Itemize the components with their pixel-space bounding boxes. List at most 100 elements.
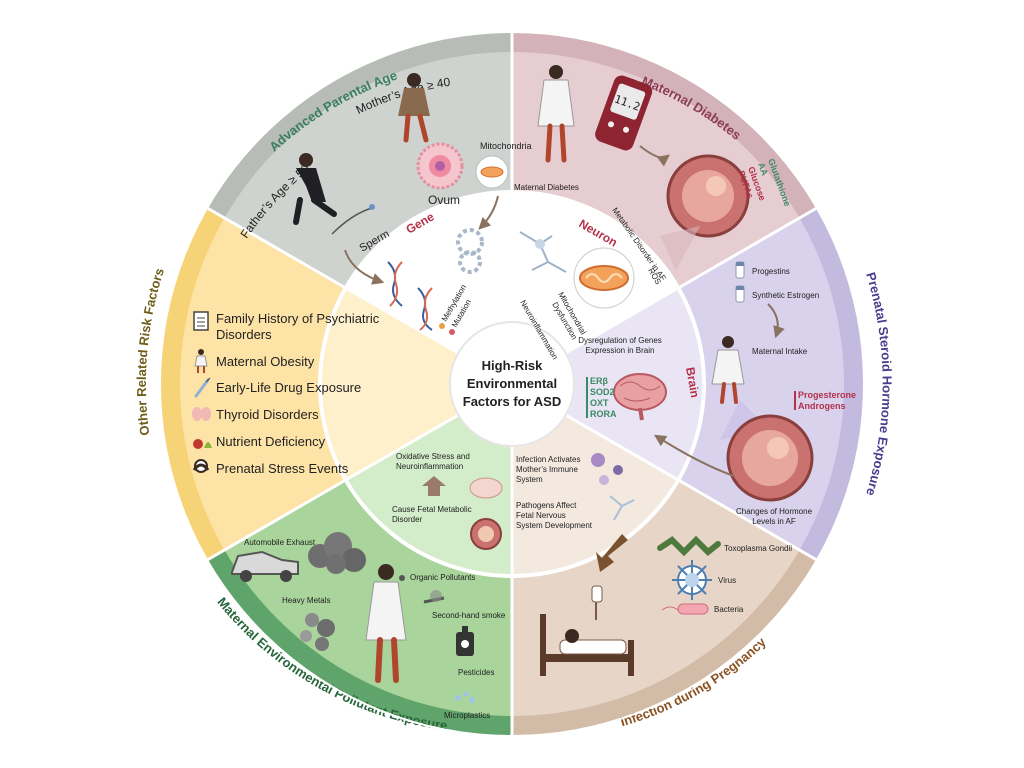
up-arrow-icon <box>422 476 446 496</box>
brain-title: Brain <box>683 366 702 399</box>
center-circle <box>449 321 575 447</box>
gene-sod2: SOD2 <box>590 387 615 397</box>
dna-helix-icon <box>387 261 433 331</box>
center-title-line3: Factors for ASD <box>463 394 561 409</box>
heavy-metals-label: Heavy Metals <box>282 596 330 605</box>
infection-activates-line2: Mother’s Immune <box>516 465 579 474</box>
syringe-icon <box>194 377 211 398</box>
pathogens-line3: System Development <box>516 521 593 530</box>
other-item-3: Early-Life Drug Exposure <box>216 380 361 395</box>
hospital-bed-icon <box>540 585 634 676</box>
infection-activates-line3: System <box>516 475 543 484</box>
methylation-dot-icon <box>439 323 445 329</box>
mother-figure-icon <box>398 73 430 143</box>
other-item-1-line2: Disorders <box>216 327 272 342</box>
exhaust-cloud-icon <box>308 532 366 574</box>
pathogens-line1: Pathogens Affect <box>516 501 577 510</box>
oxidative-line1: Oxidative Stress and <box>396 452 470 461</box>
clipboard-icon <box>193 311 209 331</box>
bacteria-icon <box>661 603 709 615</box>
androgens-label: Androgens <box>798 401 846 411</box>
heavy-metals-icon <box>300 613 335 651</box>
brain-gene-list: ERβ SOD2 OXT RORA <box>586 376 617 419</box>
maternal-diabetes-label: Maternal Diabetes <box>514 183 579 192</box>
synthetic-estrogen-label: Synthetic Estrogen <box>752 291 819 300</box>
gene-oxt: OXT <box>590 398 609 408</box>
automobile-exhaust-label: Automobile Exhaust <box>244 538 316 547</box>
mitochondria-label: Mitochondria <box>480 141 532 151</box>
toxoplasma-icon <box>657 535 721 557</box>
organic-pollutant-dot-icon <box>399 575 405 581</box>
progesterone-label: Progesterone <box>798 390 856 400</box>
cause-line2: Disorder <box>392 515 423 524</box>
mitochondria-icon <box>475 155 509 189</box>
womb-fetus-steroid-icon <box>726 414 814 502</box>
oxidative-line2: Neuroinflammation <box>396 462 463 471</box>
other-item-1-line1: Family History of Psychiatric <box>216 311 380 326</box>
infection-inner: Infection Activates Mother’s Immune Syst… <box>516 453 635 572</box>
infection-activates-line1: Infection Activates <box>516 455 580 464</box>
woman-pollutant-figure-icon <box>365 564 407 683</box>
other-item-6: Prenatal Stress Events <box>216 461 349 476</box>
center-title-line1: High-Risk <box>482 358 543 373</box>
ovum-label: Ovum <box>428 193 460 207</box>
pesticides-label: Pesticides <box>458 668 494 677</box>
changes-line1: Changes of Hormone <box>736 507 813 516</box>
mutation-dot-icon <box>449 329 455 335</box>
pesticide-bottle-icon <box>456 626 474 656</box>
fruit-icon <box>193 439 212 449</box>
outer-border <box>159 31 865 737</box>
infection-content: Toxoplasma Gondii Virus Bacteria <box>540 535 792 676</box>
changes-line2: Levels in AF <box>752 517 796 526</box>
gene-erb: ERβ <box>590 376 609 386</box>
chromatin-icon <box>456 228 484 274</box>
organic-pollutants-label: Organic Pollutants <box>410 573 475 582</box>
dysregulation-line1: Dysregulation of Genes <box>578 336 662 345</box>
ring-title-steroid: Prenatal Steroid Hormone Exposure <box>863 270 895 497</box>
metabolic-inner: Oxidative Stress and Neuroinflammation C… <box>392 452 503 550</box>
bacteria-label: Bacteria <box>714 605 744 614</box>
pregnant-woman-icon <box>194 349 208 373</box>
title-bands <box>160 32 864 736</box>
virus-label: Virus <box>718 576 736 585</box>
fetus-womb-icon <box>470 518 502 550</box>
middle-ring <box>206 32 818 736</box>
car-icon <box>231 550 299 582</box>
cause-line1: Cause Fetal Metabolic <box>392 505 472 514</box>
maternal-intake-label: Maternal Intake <box>752 347 808 356</box>
neuroinflammation-tissue-icon <box>469 477 503 499</box>
second-hand-smoke-label: Second-hand smoke <box>432 611 506 620</box>
immune-cells-icon <box>591 453 623 485</box>
arrow-sperm-gene <box>344 249 385 285</box>
microplastics-label: Microplastics <box>444 711 490 720</box>
neuron-icon <box>519 231 567 273</box>
pollutant-content: Automobile Exhaust Organic Pollutants He… <box>231 532 506 720</box>
mitochondria-cell-icon <box>573 247 635 309</box>
fetal-neuron-icon <box>609 495 635 521</box>
marker-aa: AA <box>756 161 770 177</box>
arrow-ovum-gene <box>478 195 499 230</box>
steroid-content: Progestins Synthetic Estrogen Maternal I… <box>653 261 856 526</box>
progestins-label: Progestins <box>752 267 790 276</box>
arrow-hormone-brain <box>653 434 735 477</box>
gene-rora: RORA <box>590 409 617 419</box>
progestin-vial-icon <box>735 261 745 279</box>
thyroid-icon <box>192 407 211 421</box>
brain-icon <box>613 373 667 421</box>
glucose-meter-icon: 11.2 <box>595 75 653 151</box>
other-factors-list: Family History of Psychiatric Disorders … <box>192 311 380 476</box>
center-title-line2: Environmental <box>467 376 557 391</box>
virus-icon <box>672 560 712 600</box>
brain-sector: Dysregulation of Genes Expression in Bra… <box>578 336 702 421</box>
other-item-2: Maternal Obesity <box>216 354 315 369</box>
estrogen-vial-icon <box>735 285 745 303</box>
woman-figure-icon <box>711 336 745 404</box>
ovum-icon <box>416 142 464 190</box>
zoom-cone <box>660 226 700 270</box>
sperm-icon <box>331 207 373 235</box>
dysregulation-line2: Expression in Brain <box>586 346 655 355</box>
microplastics-icon <box>455 691 475 703</box>
arrow-meter-womb <box>639 145 670 167</box>
other-item-4: Thyroid Disorders <box>216 407 319 422</box>
